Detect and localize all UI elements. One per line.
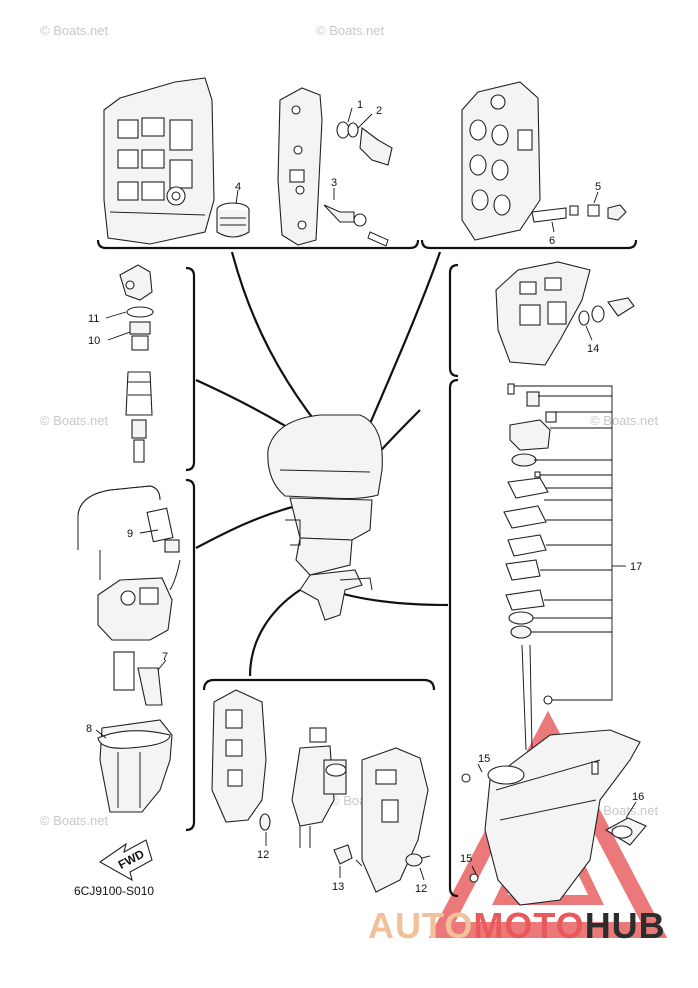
callout-17: 17 — [630, 561, 642, 573]
logo-text-hub: HUB — [584, 905, 666, 946]
power-trim-tilt-unit — [291, 727, 347, 848]
oil-filter — [216, 202, 250, 238]
temperature-sensor — [531, 204, 627, 223]
callout-3: 3 — [331, 177, 337, 189]
callout-10: 10 — [88, 335, 100, 347]
callout-4: 4 — [235, 181, 241, 193]
diagram-code: 6CJ9100-S010 — [74, 884, 154, 898]
anode-right — [405, 853, 423, 867]
fwd-arrow-icon: FWD — [98, 839, 153, 882]
callout-2: 2 — [376, 105, 382, 117]
callout-17-bracket — [514, 385, 626, 701]
thermostat-assembly — [323, 121, 393, 247]
watermark-text: © Boats.net — [590, 413, 659, 428]
vapor-separator — [97, 577, 173, 813]
cylinder-head — [461, 81, 541, 241]
callout-14: 14 — [587, 343, 599, 355]
watermark-text: © Boats.net — [40, 813, 109, 828]
watermark-text: © Boats.net — [40, 23, 109, 38]
logo-text-auto: AUTO — [368, 905, 474, 946]
callout-7: 7 — [162, 651, 168, 663]
fuel-pump — [146, 507, 180, 553]
callout-12-left: 12 — [257, 849, 269, 861]
swivel-bracket-right — [361, 747, 429, 893]
lower-unit-gearcase — [461, 729, 647, 906]
callout-15-bottom: 15 — [460, 853, 472, 865]
cylinder-cover — [277, 87, 323, 246]
swivel-bracket-left — [211, 689, 267, 823]
watermark-text: © Boats.net — [40, 413, 109, 428]
group-brackets — [96, 239, 638, 898]
callout-9: 9 — [127, 528, 133, 540]
watermark-text: © Boats.net — [590, 803, 659, 818]
oil-pan — [495, 261, 591, 366]
callout-6: 6 — [549, 235, 555, 247]
fuel-filter-assembly — [119, 264, 154, 463]
callout-5: 5 — [595, 181, 601, 193]
outboard-motor — [267, 414, 383, 621]
fuel-hoses — [77, 485, 181, 591]
logo-text-moto: MOTO — [473, 905, 585, 946]
water-inlet-joint — [578, 297, 635, 326]
automotohub-logo: AUTOMOTOHUB — [368, 906, 666, 946]
watermark-text: © Boats.net — [316, 23, 385, 38]
callout-15-top: 15 — [478, 753, 490, 765]
callout-16: 16 — [632, 791, 644, 803]
callout-1: 1 — [357, 99, 363, 111]
callout-12-right: 12 — [415, 883, 427, 895]
anode-left — [259, 813, 271, 831]
cylinder-block-left — [103, 77, 215, 245]
bonding-clip — [333, 844, 353, 865]
callout-11: 11 — [88, 313, 99, 325]
callout-13: 13 — [332, 881, 344, 893]
callout-8: 8 — [86, 723, 92, 735]
water-pump-kit — [503, 383, 557, 751]
